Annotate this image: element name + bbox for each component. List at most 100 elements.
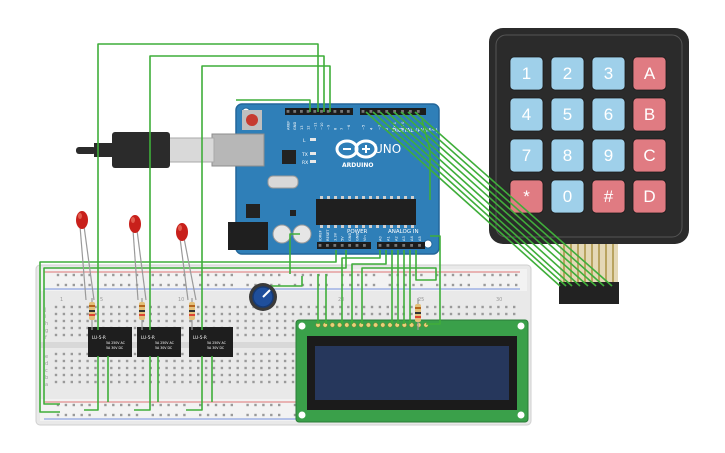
rail-hole — [135, 403, 139, 407]
breadboard-hole — [78, 333, 81, 337]
rail-hole — [199, 413, 202, 417]
header-pin — [402, 244, 406, 247]
keypad-key[interactable]: 2 — [550, 56, 585, 91]
breadboard-hole — [457, 305, 461, 309]
wire — [393, 111, 589, 287]
rail-hole — [412, 283, 415, 287]
breadboard-hole — [204, 312, 208, 316]
rail-hole — [120, 413, 123, 417]
relay-rating-ac: 5A 250V AC — [155, 341, 175, 345]
relay-rating-ac: 5A 250V AC — [106, 341, 126, 345]
breadboard-hole — [173, 359, 176, 363]
keypad-key[interactable]: 6 — [591, 97, 626, 132]
breadboard-hole — [110, 373, 113, 377]
keypad-key[interactable]: 0 — [550, 179, 585, 214]
pin-label: 2 — [385, 128, 389, 130]
breadboard-hole — [70, 359, 73, 363]
breadboard-hole — [189, 366, 192, 370]
rail-hole — [278, 403, 281, 407]
breadboard-hole — [220, 305, 224, 309]
pin-label: IOREF — [319, 230, 323, 241]
breadboard-hole — [141, 366, 145, 370]
rail-hole — [246, 273, 249, 277]
keypad-key[interactable]: * — [509, 179, 544, 214]
breadboard-hole — [276, 380, 279, 384]
keypad-key[interactable]: 8 — [550, 138, 585, 173]
header-pin — [385, 110, 389, 113]
breadboard-hole — [62, 380, 66, 384]
relay-rating-dc: 5A 30V DC — [155, 346, 173, 350]
pin-label: 13 — [300, 125, 304, 130]
breadboard-hole — [220, 373, 224, 377]
rail-hole — [175, 283, 178, 287]
usb-port — [211, 133, 265, 167]
breadboard-hole — [78, 326, 81, 330]
rail-hole — [80, 283, 83, 287]
rail-hole — [270, 413, 273, 417]
keypad-key[interactable]: 1 — [509, 56, 544, 91]
rail-hole — [230, 273, 233, 277]
keypad-key[interactable]: D — [632, 179, 667, 214]
breadboard-hole — [141, 319, 145, 323]
breadboard-hole — [220, 359, 224, 363]
breadboard-hole — [497, 312, 500, 316]
breadboard-hole — [181, 305, 184, 309]
breadboard-hole — [204, 359, 208, 363]
breadboard-hole — [283, 373, 287, 377]
keypad-key[interactable]: 3 — [591, 56, 626, 91]
keypad-key[interactable]: A — [632, 56, 667, 91]
breadboard-hole — [276, 326, 279, 330]
breadboard-hole — [165, 312, 168, 316]
header-pin — [340, 244, 344, 247]
capacitor — [272, 224, 292, 244]
breadboard-hole — [189, 373, 192, 377]
breadboard-hole — [62, 373, 66, 377]
rail-hole — [214, 413, 218, 417]
breadboard-hole — [212, 305, 216, 309]
keypad-key[interactable]: 5 — [550, 97, 585, 132]
pin-label: ~11 — [313, 122, 317, 130]
rail-hole — [388, 283, 391, 287]
reset-button-cap[interactable] — [246, 114, 258, 126]
breadboard-hole — [165, 380, 168, 384]
breadboard-hole — [362, 305, 366, 309]
breadboard-hole — [157, 305, 160, 309]
breadboard-hole — [54, 352, 58, 356]
potentiometer[interactable] — [249, 283, 277, 311]
breadboard-hole — [54, 326, 58, 330]
breadboard-hole — [426, 305, 429, 309]
breadboard-hole — [291, 352, 295, 356]
analog-label: ANALOG IN — [388, 229, 419, 235]
keypad-key[interactable]: C — [632, 138, 667, 173]
rail-hole — [56, 283, 60, 287]
chip-leg — [390, 196, 393, 199]
breadboard-hole — [323, 312, 326, 316]
rail-hole — [301, 273, 305, 277]
rail-hole — [135, 413, 139, 417]
breadboard-hole — [291, 305, 295, 309]
breadboard-hole — [62, 312, 66, 316]
pin-label: GND — [356, 233, 360, 241]
keypad-key[interactable]: 7 — [509, 138, 544, 173]
header-top-right — [360, 108, 426, 115]
keypad-key[interactable]: 4 — [509, 97, 544, 132]
breadboard-hole — [252, 333, 255, 337]
rail-hole — [72, 403, 75, 407]
keypad-key[interactable]: 9 — [591, 138, 626, 173]
chip-leg — [362, 225, 365, 228]
breadboard-hole — [204, 305, 208, 309]
rail-hole — [420, 283, 423, 287]
breadboard-row-letters: j i h g f e d c b a — [44, 307, 48, 388]
pin-label: ~3 — [377, 125, 381, 130]
breadboard-hole — [268, 380, 271, 384]
crystal — [267, 175, 299, 189]
breadboard-hole — [125, 373, 129, 377]
breadboard-hole — [323, 305, 326, 309]
rail-hole — [254, 283, 257, 287]
header-pin — [286, 110, 290, 113]
wire — [351, 250, 387, 324]
keypad-key[interactable]: # — [591, 179, 626, 214]
keypad-key[interactable]: B — [632, 97, 667, 132]
rail-hole — [491, 283, 494, 287]
